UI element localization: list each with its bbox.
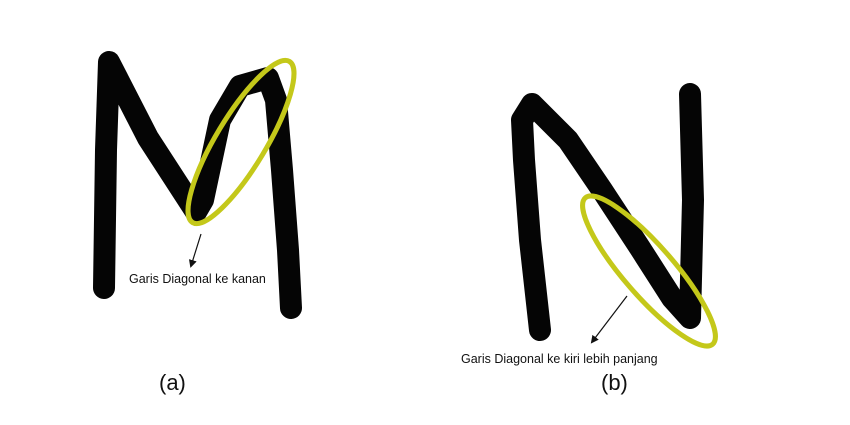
annotation-a: Garis Diagonal ke kanan [129, 272, 266, 286]
highlight-ellipse-a [185, 57, 297, 227]
letter-n-stroke [511, 83, 704, 341]
arrow-a [188, 233, 202, 268]
highlight-ellipse-b [580, 193, 718, 349]
annotation-b: Garis Diagonal ke kiri lebih panjang [461, 352, 658, 366]
caption-b: (b) [601, 370, 628, 395]
arrow-b [590, 295, 628, 344]
letter-m-stroke [93, 51, 302, 319]
panel-b: Garis Diagonal ke kiri lebih panjang (b) [461, 83, 718, 395]
caption-a: (a) [159, 370, 186, 395]
panel-a: Garis Diagonal ke kanan (a) [93, 51, 302, 395]
